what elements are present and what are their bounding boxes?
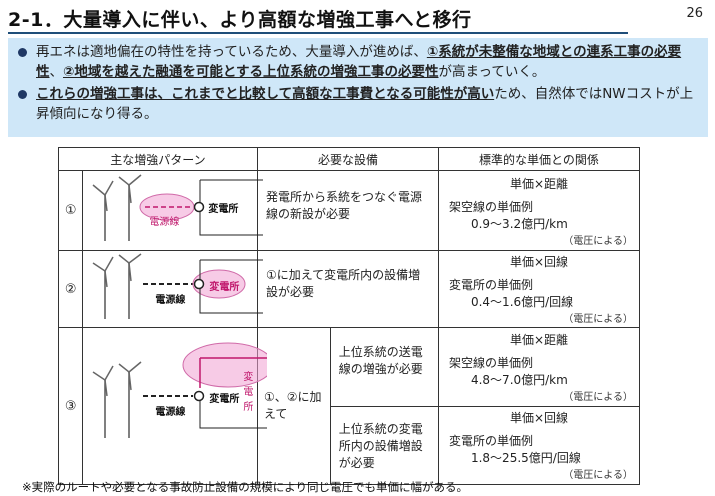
price-cell-1: 単価×距離 架空線の単価例 0.9～3.2億円/km （電圧による） xyxy=(437,170,641,251)
row-number: ② xyxy=(57,250,84,328)
price-example-label: 架空線の単価例 xyxy=(448,199,533,214)
pattern-diagram-1: 電源線 変電所 xyxy=(82,170,264,251)
equipment-3b: 上位系統の変電所内の設備増設が必要 xyxy=(329,405,439,485)
wind-turbine-icon xyxy=(92,342,268,438)
price-note: （電圧による） xyxy=(563,314,633,325)
upper-substation-label: 変電所 xyxy=(243,372,254,413)
bullet-text: ため、自然体ではNWコストが上昇傾向になり得る。 xyxy=(36,86,694,122)
price-formula: 単価×回線 xyxy=(509,255,569,269)
header-pattern: 主な増強パターン xyxy=(58,147,258,171)
price-value: 4.8～7.0億円/km xyxy=(470,372,568,387)
equipment-3a: 上位系統の送電線の増強が必要 xyxy=(329,327,439,407)
bullet-dot-icon xyxy=(18,48,27,57)
substation-label: 変電所 xyxy=(209,394,240,405)
price-note: （電圧による） xyxy=(563,470,633,482)
summary-bullet-2: これらの増強工事は、これまでと比較して高額な工事費となる可能性が高いため、自然体… xyxy=(18,84,698,124)
substation-label: 変電所 xyxy=(209,282,240,293)
page-number: 26 xyxy=(686,6,703,21)
pattern-diagram-2: 電源線 変電所 xyxy=(82,250,264,328)
price-cell-2: 単価×回線 変電所の単価例 0.4～1.6億円/回線 （電圧による） xyxy=(437,250,641,328)
page-title: 2-1．大量導入に伴い、より高額な増強工事へと移行 xyxy=(8,9,472,31)
price-example-label: 変電所の単価例 xyxy=(448,434,533,449)
price-value: 1.8～25.5億円/回線 xyxy=(470,451,581,466)
equipment-1: 発電所から系統をつなぐ電源線の新設が必要 xyxy=(256,170,439,251)
header-price: 標準的な単価との関係 xyxy=(437,147,641,171)
wind-turbine-icon xyxy=(92,174,264,241)
bullet-emphasis: ②地域を越えた融通を可能とする上位系統の増強工事の必要性 xyxy=(63,64,439,80)
wind-turbine-icon xyxy=(92,253,264,319)
price-formula: 単価×距離 xyxy=(509,332,569,347)
row-number: ③ xyxy=(57,327,84,485)
footnote: ※実際のルートや必要となる事故防止設備の規模により同じ電圧でも単価に幅がある。 xyxy=(22,480,469,494)
price-value: 0.9～3.2億円/km xyxy=(470,216,568,231)
pattern-diagram-3: 変電所 電源線 変電所 xyxy=(82,327,268,485)
price-example-label: 架空線の単価例 xyxy=(448,355,533,370)
price-note: （電圧による） xyxy=(563,235,633,247)
price-formula: 単価×距離 xyxy=(509,176,569,191)
equipment-2: ①に加えて変電所内の設備増設が必要 xyxy=(256,250,439,328)
price-example-label: 変電所の単価例 xyxy=(448,278,533,292)
price-cell-3b: 単価×回線 変電所の単価例 1.8～25.5億円/回線 （電圧による） xyxy=(437,405,641,485)
substation-label: 変電所 xyxy=(208,204,239,215)
bullet-emphasis: これらの増強工事は、これまでと比較して高額な工事費となる可能性が高い xyxy=(36,86,495,102)
equipment-3-main: ①、②に加えて xyxy=(256,327,331,485)
bullet-emphasis: ①系統が未整備な地域との連系工事の必要性 xyxy=(36,44,682,80)
summary-bullet-1: 再エネは適地偏在の特性を持っているため、大量導入が進めば、①系統が未整備な地域と… xyxy=(18,42,698,82)
bullet-text: 、 xyxy=(49,64,64,80)
power-line-label: 電源線 xyxy=(155,407,186,418)
summary-box: 再エネは適地偏在の特性を持っているため、大量導入が進めば、①系統が未整備な地域と… xyxy=(8,38,708,137)
bullet-text: 再エネは適地偏在の特性を持っているため、大量導入が進めば、 xyxy=(36,44,427,60)
reinforcement-table: 主な増強パターン 必要な設備 標準的な単価との関係 ① xyxy=(57,147,641,485)
price-note: （電圧による） xyxy=(563,391,633,403)
row-number: ① xyxy=(57,170,84,251)
power-line-label: 電源線 xyxy=(155,295,186,306)
price-formula: 単価×回線 xyxy=(509,411,569,426)
header-equipment: 必要な設備 xyxy=(256,147,439,171)
power-line-label: 電源線 xyxy=(149,217,180,228)
title-rule xyxy=(8,32,628,34)
price-cell-3a: 単価×距離 架空線の単価例 4.8～7.0億円/km （電圧による） xyxy=(437,327,641,407)
bullet-dot-icon xyxy=(18,90,27,99)
bullet-text: が高まっていく。 xyxy=(438,64,546,80)
price-value: 0.4～1.6億円/回線 xyxy=(470,295,574,309)
